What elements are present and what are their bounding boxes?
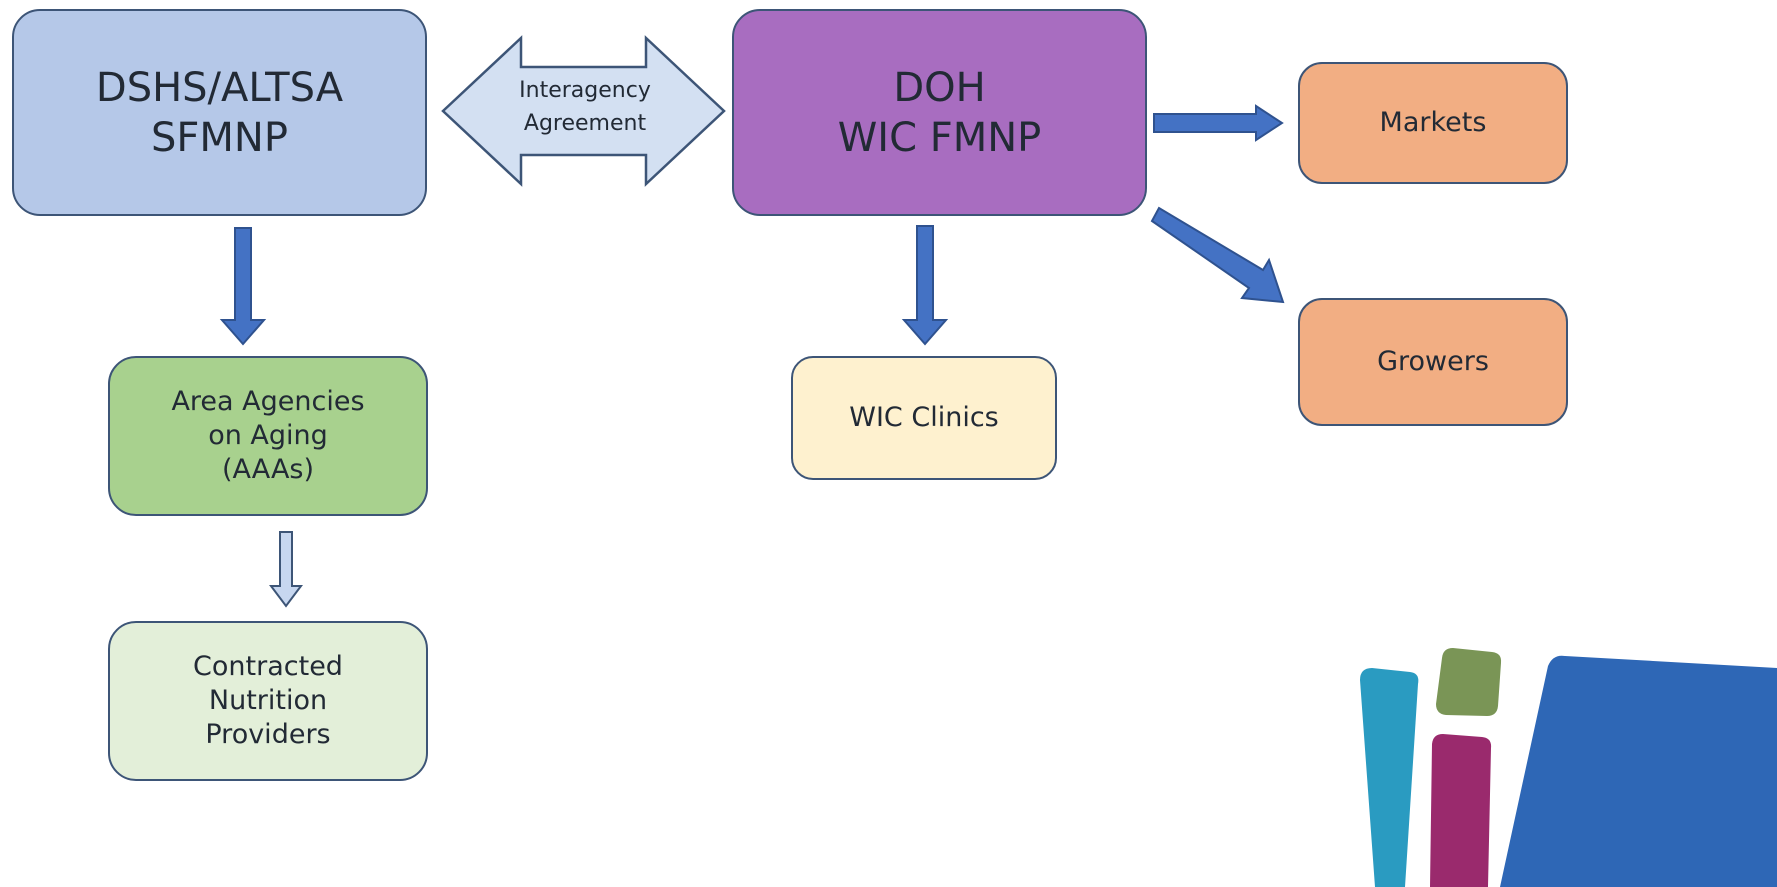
logo-blue-bar — [1500, 655, 1777, 887]
arrow-doh-to-wic — [901, 225, 949, 346]
logo-magenta-square — [1430, 734, 1492, 887]
markets-label: Markets — [1379, 107, 1487, 139]
contracted-nutrition-providers-box: Contracted Nutrition Providers — [108, 621, 428, 781]
interagency-line-2: Agreement — [523, 111, 647, 136]
cnp-line-3: Providers — [205, 718, 331, 750]
dshs-line-2: SFMNP — [151, 114, 288, 161]
arrow-doh-to-growers — [1150, 206, 1285, 304]
cnp-line-2: Nutrition — [208, 685, 328, 717]
growers-label: Growers — [1377, 346, 1489, 378]
interagency-agreement-label: Interagency Agreement — [505, 74, 665, 140]
arrow-doh-to-markets — [1153, 104, 1284, 142]
interagency-line-1: Interagency — [519, 78, 651, 103]
area-agencies-on-aging-box: Area Agencies on Aging (AAAs) — [108, 356, 428, 516]
wic-clinics-box: WIC Clinics — [791, 356, 1057, 480]
interagency-double-arrow — [441, 35, 726, 187]
aaa-line-1: Area Agencies — [171, 386, 365, 418]
dshs-altsa-sfmnp-box: DSHS/ALTSA SFMNP — [12, 9, 427, 216]
wic-clinics-label: WIC Clinics — [849, 402, 999, 434]
growers-box: Growers — [1298, 298, 1568, 426]
doh-wic-fmnp-box: DOH WIC FMNP — [732, 9, 1147, 216]
logo-olive-square — [1436, 648, 1502, 716]
markets-box: Markets — [1298, 62, 1568, 184]
doh-line-1: DOH — [893, 64, 986, 111]
aaa-line-2: on Aging — [208, 420, 328, 452]
cnp-line-1: Contracted — [193, 651, 343, 683]
arrow-dshs-to-aaa — [219, 227, 267, 346]
logo-teal-bar — [1360, 668, 1419, 887]
organization-logo-icon — [1360, 648, 1777, 887]
aaa-line-3: (AAAs) — [221, 453, 315, 485]
doh-line-2: WIC FMNP — [837, 114, 1042, 161]
arrow-aaa-to-providers — [269, 531, 303, 608]
dshs-line-1: DSHS/ALTSA — [95, 64, 344, 111]
